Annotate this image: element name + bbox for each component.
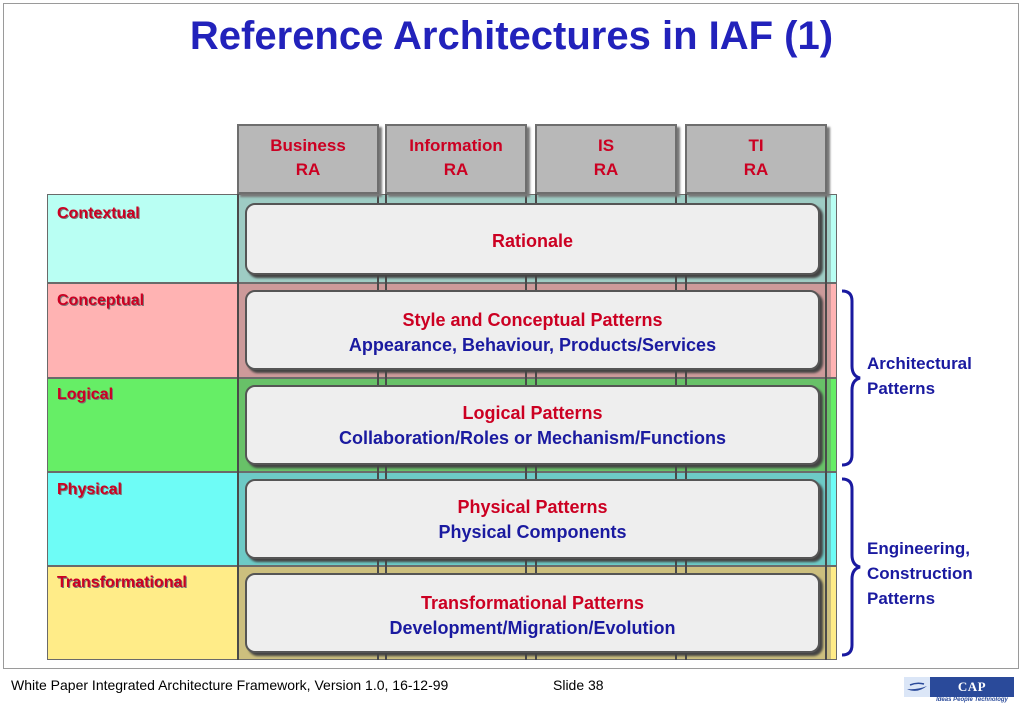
column-header-line1: Information: [409, 136, 503, 155]
brace-label-architectural: Architectural Patterns: [867, 351, 972, 401]
row-label-contextual: Contextual: [57, 205, 140, 222]
brace-label-line: Patterns: [867, 589, 936, 608]
brace-label-line: Engineering,: [867, 539, 970, 558]
column-header-information: Information RA: [385, 124, 527, 194]
pattern-subtitle: Development/Migration/Evolution: [389, 618, 676, 638]
pattern-subtitle: Collaboration/Roles or Mechanism/Functio…: [338, 428, 727, 448]
pattern-title: Style and Conceptual Patterns: [402, 310, 663, 330]
pattern-box-logical: Logical Patterns Collaboration/Roles or …: [245, 385, 820, 465]
pattern-title: Transformational Patterns: [420, 593, 645, 613]
logo-boat-icon: [904, 677, 930, 697]
pattern-title: Physical Patterns: [457, 497, 608, 517]
column-header-line2: RA: [443, 160, 469, 179]
pattern-title: Rationale: [491, 231, 574, 251]
pattern-box-physical: Physical Patterns Physical Components: [245, 479, 820, 559]
column-header-is: IS RA: [535, 124, 677, 194]
row-label-conceptual: Conceptual: [57, 292, 145, 309]
column-header-line2: RA: [593, 160, 619, 179]
slide-frame: [3, 3, 1019, 669]
pattern-title: Logical Patterns: [462, 403, 603, 423]
slide-number: Slide 38: [553, 677, 604, 693]
column-header-line1: TI: [748, 136, 764, 155]
pattern-subtitle: Physical Components: [438, 522, 627, 542]
row-label-logical: Logical: [57, 386, 114, 403]
brace-label-line: Architectural: [867, 354, 972, 373]
brace-icon-architectural: [841, 289, 861, 467]
pattern-subtitle: Appearance, Behaviour, Products/Services: [348, 335, 717, 355]
brace-label-engineering: Engineering, Construction Patterns: [867, 536, 973, 611]
column-header-business: Business RA: [237, 124, 379, 194]
brace-icon-engineering: [841, 477, 861, 657]
logo-tagline: Ideas People Technology: [936, 697, 1008, 703]
column-header-line2: RA: [743, 160, 769, 179]
pattern-box-transformational: Transformational Patterns Development/Mi…: [245, 573, 820, 653]
column-header-line2: RA: [295, 160, 321, 179]
brace-label-line: Construction: [867, 564, 973, 583]
company-logo: CAP GEMINI Ideas People Technology: [904, 677, 1014, 714]
row-label-physical: Physical: [57, 481, 122, 498]
brace-label-line: Patterns: [867, 379, 936, 398]
row-label-transformational: Transformational: [57, 574, 187, 591]
logo-wordmark: CAP GEMINI: [930, 677, 1014, 714]
pattern-box-conceptual: Style and Conceptual Patterns Appearance…: [245, 290, 820, 370]
column-header-ti: TI RA: [685, 124, 827, 194]
footer-text: White Paper Integrated Architecture Fram…: [11, 677, 449, 693]
pattern-box-rationale: Rationale: [245, 203, 820, 275]
column-header-line1: IS: [597, 136, 615, 155]
column-header-line1: Business: [270, 136, 346, 155]
slide-title: Reference Architectures in IAF (1): [189, 14, 834, 58]
